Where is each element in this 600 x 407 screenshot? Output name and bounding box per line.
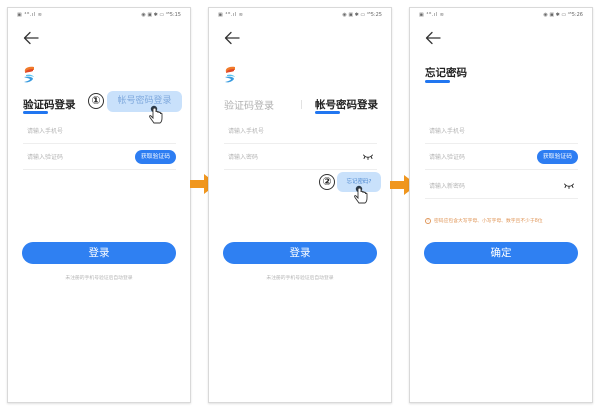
tab-password-login[interactable]: 帐号密码登录 xyxy=(107,91,182,112)
status-time: ◉ ▣ ✱ ▭ ⁴⁵5:15 xyxy=(141,12,181,18)
code-input-placeholder: 请输入验证码 xyxy=(429,154,466,161)
login-button[interactable]: 登录 xyxy=(22,242,176,264)
login-button[interactable]: 登录 xyxy=(223,242,377,264)
auto-register-hint: 未注册的手机号验证后自动登录 xyxy=(65,276,133,281)
forgot-password-link[interactable]: 忘记密码? xyxy=(337,172,381,192)
new-password-placeholder: 请输入新密码 xyxy=(429,183,466,190)
code-input[interactable]: 请输入验证码 获取验证码 xyxy=(425,144,578,170)
back-arrow-icon[interactable] xyxy=(23,31,39,45)
step-badge-1: ① xyxy=(88,93,104,109)
screen-password-login: ▣ ⁴ᴳ.ıl ≋ ◉ ▣ ✱ ▭ ⁴⁵5:25 验证码登录 帐号密码登录 请输… xyxy=(208,7,392,403)
pointer-hand-icon xyxy=(354,185,368,204)
password-rule-text: 密码应包含大写字母、小写字母、数字且不少于8位 xyxy=(434,219,543,224)
new-password-input[interactable]: 请输入新密码 xyxy=(425,173,578,199)
warning-icon: ! xyxy=(425,217,431,224)
status-bar: ▣ ⁴ᴳ.ıl ≋ ◉ ▣ ✱ ▭ ⁴⁵5:15 xyxy=(17,12,181,20)
phone-input[interactable]: 请输入手机号 xyxy=(425,118,578,144)
code-input-placeholder: 请输入验证码 xyxy=(27,154,64,161)
screen-sms-login: ▣ ⁴ᴳ.ıl ≋ ◉ ▣ ✱ ▭ ⁴⁵5:15 验证码登录 ① 帐号密码登录 … xyxy=(7,7,191,403)
active-tab-indicator xyxy=(315,111,340,114)
title-underline xyxy=(425,80,450,83)
get-code-button[interactable]: 获取验证码 xyxy=(537,150,578,164)
phone-input[interactable]: 请输入手机号 xyxy=(23,118,176,144)
forgot-password-label: 忘记密码? xyxy=(346,179,372,185)
page-title: 忘记密码 xyxy=(425,67,467,79)
signal-indicators: ▣ ⁴ᴳ.ıl ≋ xyxy=(17,12,43,18)
password-input[interactable]: 请输入密码 xyxy=(224,144,377,170)
eye-closed-icon[interactable] xyxy=(363,154,373,160)
screen-forgot-password: ▣ ⁴ᴳ.ıl ≋ ◉ ▣ ✱ ▭ ⁴⁵5:26 忘记密码 请输入手机号 请输入… xyxy=(409,7,593,403)
auto-register-hint: 未注册的手机号验证后自动登录 xyxy=(266,276,334,281)
tab-password-login[interactable]: 帐号密码登录 xyxy=(315,99,378,111)
status-time: ◉ ▣ ✱ ▭ ⁴⁵5:26 xyxy=(543,12,583,18)
phone-input-placeholder: 请输入手机号 xyxy=(228,128,265,135)
active-tab-indicator xyxy=(23,111,48,114)
step-badge-2: ② xyxy=(319,174,335,190)
tab-sms-login[interactable]: 验证码登录 xyxy=(23,99,76,111)
tab-divider xyxy=(301,100,302,109)
back-arrow-icon[interactable] xyxy=(224,31,240,45)
app-logo-icon xyxy=(225,66,235,83)
phone-input-placeholder: 请输入手机号 xyxy=(27,128,64,135)
signal-indicators: ▣ ⁴ᴳ.ıl ≋ xyxy=(218,12,244,18)
status-bar: ▣ ⁴ᴳ.ıl ≋ ◉ ▣ ✱ ▭ ⁴⁵5:26 xyxy=(419,12,583,20)
confirm-button[interactable]: 确定 xyxy=(424,242,578,264)
get-code-button[interactable]: 获取验证码 xyxy=(135,150,176,164)
password-input-placeholder: 请输入密码 xyxy=(228,154,259,161)
eye-closed-icon[interactable] xyxy=(564,183,574,189)
pointer-hand-icon xyxy=(149,105,163,124)
status-time: ◉ ▣ ✱ ▭ ⁴⁵5:25 xyxy=(342,12,382,18)
back-arrow-icon[interactable] xyxy=(425,31,441,45)
code-input[interactable]: 请输入验证码 获取验证码 xyxy=(23,144,176,170)
app-logo-icon xyxy=(24,66,34,83)
tab-password-login-label: 帐号密码登录 xyxy=(117,96,172,106)
password-rule-warning: !密码应包含大写字母、小写字母、数字且不少于8位 xyxy=(425,217,543,224)
phone-input-placeholder: 请输入手机号 xyxy=(429,128,466,135)
phone-input[interactable]: 请输入手机号 xyxy=(224,118,377,144)
status-bar: ▣ ⁴ᴳ.ıl ≋ ◉ ▣ ✱ ▭ ⁴⁵5:25 xyxy=(218,12,382,20)
signal-indicators: ▣ ⁴ᴳ.ıl ≋ xyxy=(419,12,445,18)
tab-sms-login[interactable]: 验证码登录 xyxy=(224,101,274,112)
